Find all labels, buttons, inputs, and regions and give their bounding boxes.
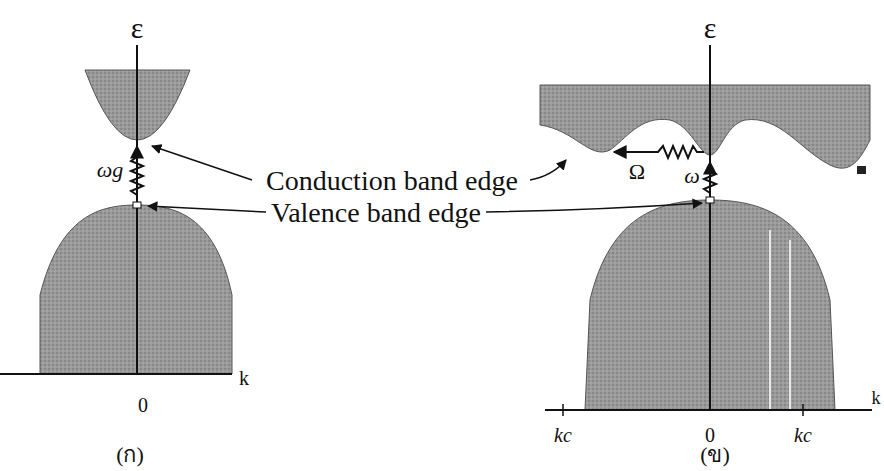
- phonon-arrow: [614, 146, 704, 158]
- axis-symbol: ε: [131, 13, 144, 43]
- callout-text: Valence band edge: [271, 199, 481, 227]
- photon-arrow: [131, 146, 143, 200]
- frequency-label: Ω: [629, 161, 645, 183]
- leader-arrow: [152, 146, 252, 180]
- band-stripe: [789, 240, 791, 410]
- frequency-label: ω: [684, 165, 700, 187]
- tick: [802, 404, 804, 416]
- axis-origin: 0: [138, 395, 148, 415]
- k-axis: [545, 409, 872, 411]
- leader-arrow: [530, 160, 566, 180]
- band-stripe: [769, 230, 771, 410]
- leader-arrow: [486, 203, 702, 212]
- band-edge-marker: [706, 197, 714, 203]
- energy-axis: [136, 45, 138, 374]
- leader-arrow: [148, 206, 266, 212]
- band-edge-marker: [133, 202, 141, 208]
- axis-tick-label: kc: [554, 425, 572, 445]
- axis-tick-label: kc: [794, 425, 812, 445]
- axis-label: k: [239, 368, 249, 388]
- conduction-band: [540, 85, 870, 168]
- panel-label: (ก): [116, 444, 144, 466]
- axis-label: k: [872, 389, 881, 407]
- band-minimum-marker: [857, 166, 866, 174]
- photon-arrow: [704, 162, 716, 197]
- panel-label: (ข): [700, 444, 730, 466]
- energy-axis: [709, 45, 711, 410]
- axis-origin: 0: [705, 425, 715, 445]
- callout-text: Conduction band edge: [266, 167, 518, 195]
- k-axis: [0, 373, 232, 375]
- axis-symbol: ε: [704, 13, 717, 43]
- frequency-label: ωg: [97, 159, 124, 181]
- tick: [562, 404, 564, 416]
